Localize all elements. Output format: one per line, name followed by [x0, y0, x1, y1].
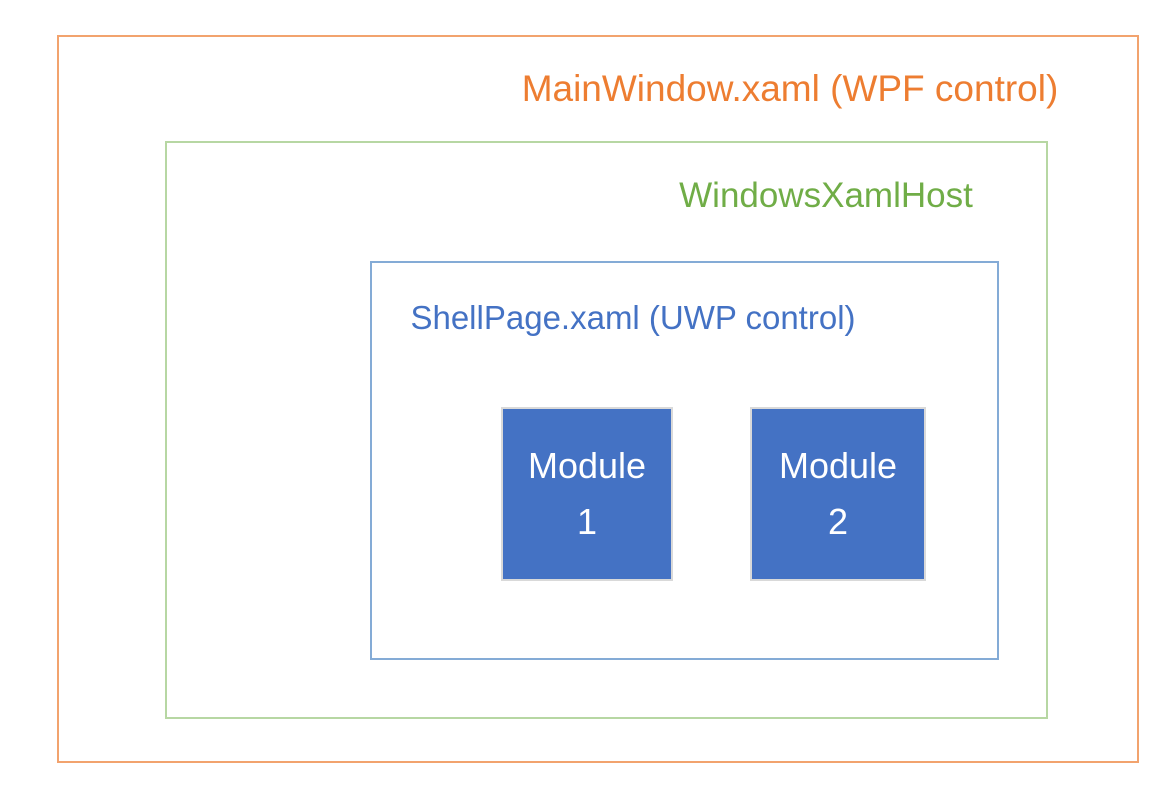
- module-1-name: Module: [527, 445, 647, 487]
- shellpage-uwp-label: ShellPage.xaml (UWP control): [410, 299, 856, 336]
- module-2-number: 2: [827, 501, 849, 542]
- module-2-name: Module: [778, 445, 898, 487]
- module-1-number: 1: [576, 501, 598, 542]
- shellpage-uwp-box: [370, 261, 999, 660]
- module-1-box: Module 1: [501, 407, 673, 581]
- mainwindow-wpf-box: [57, 35, 1139, 763]
- mainwindow-wpf-label: MainWindow.xaml (WPF control): [521, 68, 1059, 109]
- windowsxamlhost-label: WindowsXamlHost: [679, 176, 973, 215]
- windowsxamlhost-box: [165, 141, 1048, 719]
- module-2-box: Module 2: [750, 407, 926, 581]
